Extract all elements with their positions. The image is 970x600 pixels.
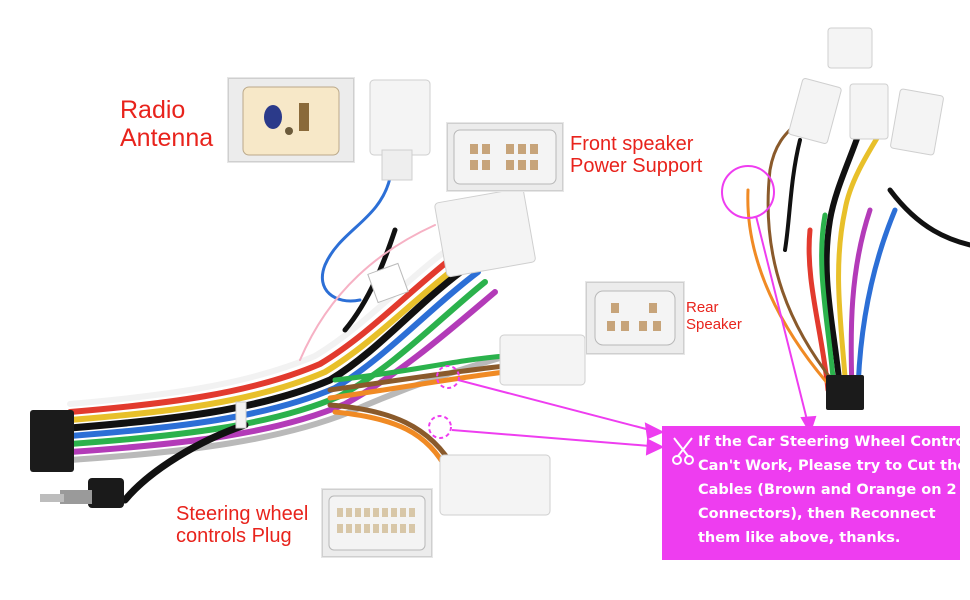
front-speaker-connector	[434, 187, 536, 278]
antenna-connector	[369, 79, 431, 156]
callout-line-5: them like above, thanks.	[698, 530, 901, 546]
rear-speaker-inset	[586, 282, 684, 354]
radio-antenna-label: Radio Antenna	[120, 96, 214, 152]
front-speaker-inset	[447, 123, 563, 191]
callout-line-2: Can't Work, Please try to Cut the 4	[698, 458, 970, 474]
front-speaker-label: Front speaker Power Support	[570, 133, 703, 178]
callout-arrows	[451, 215, 817, 456]
radio-antenna-inset	[228, 78, 354, 162]
steering-plug-label: Steering wheel controls Plug	[176, 503, 309, 548]
rear-speaker-connector	[499, 334, 586, 386]
callout-line-3: Cables (Brown and Orange on 2	[698, 482, 957, 498]
antenna-plug	[40, 478, 124, 508]
callout-line-4: Connectors), then Reconnect	[698, 506, 936, 522]
cut-marker-3	[721, 165, 775, 219]
cut-marker-1	[436, 365, 460, 389]
iso-connector	[30, 410, 74, 472]
right-harness	[746, 118, 970, 394]
scissors-icon	[672, 437, 694, 465]
steering-connector	[439, 454, 551, 516]
callout-line-1: If the Car Steering Wheel Control	[698, 434, 970, 450]
instruction-callout: If the Car Steering Wheel Control Can't …	[662, 426, 970, 560]
cut-marker-2	[428, 415, 452, 439]
rear-speaker-label: Rear Speaker	[686, 299, 742, 333]
steering-plug-inset	[322, 489, 432, 557]
